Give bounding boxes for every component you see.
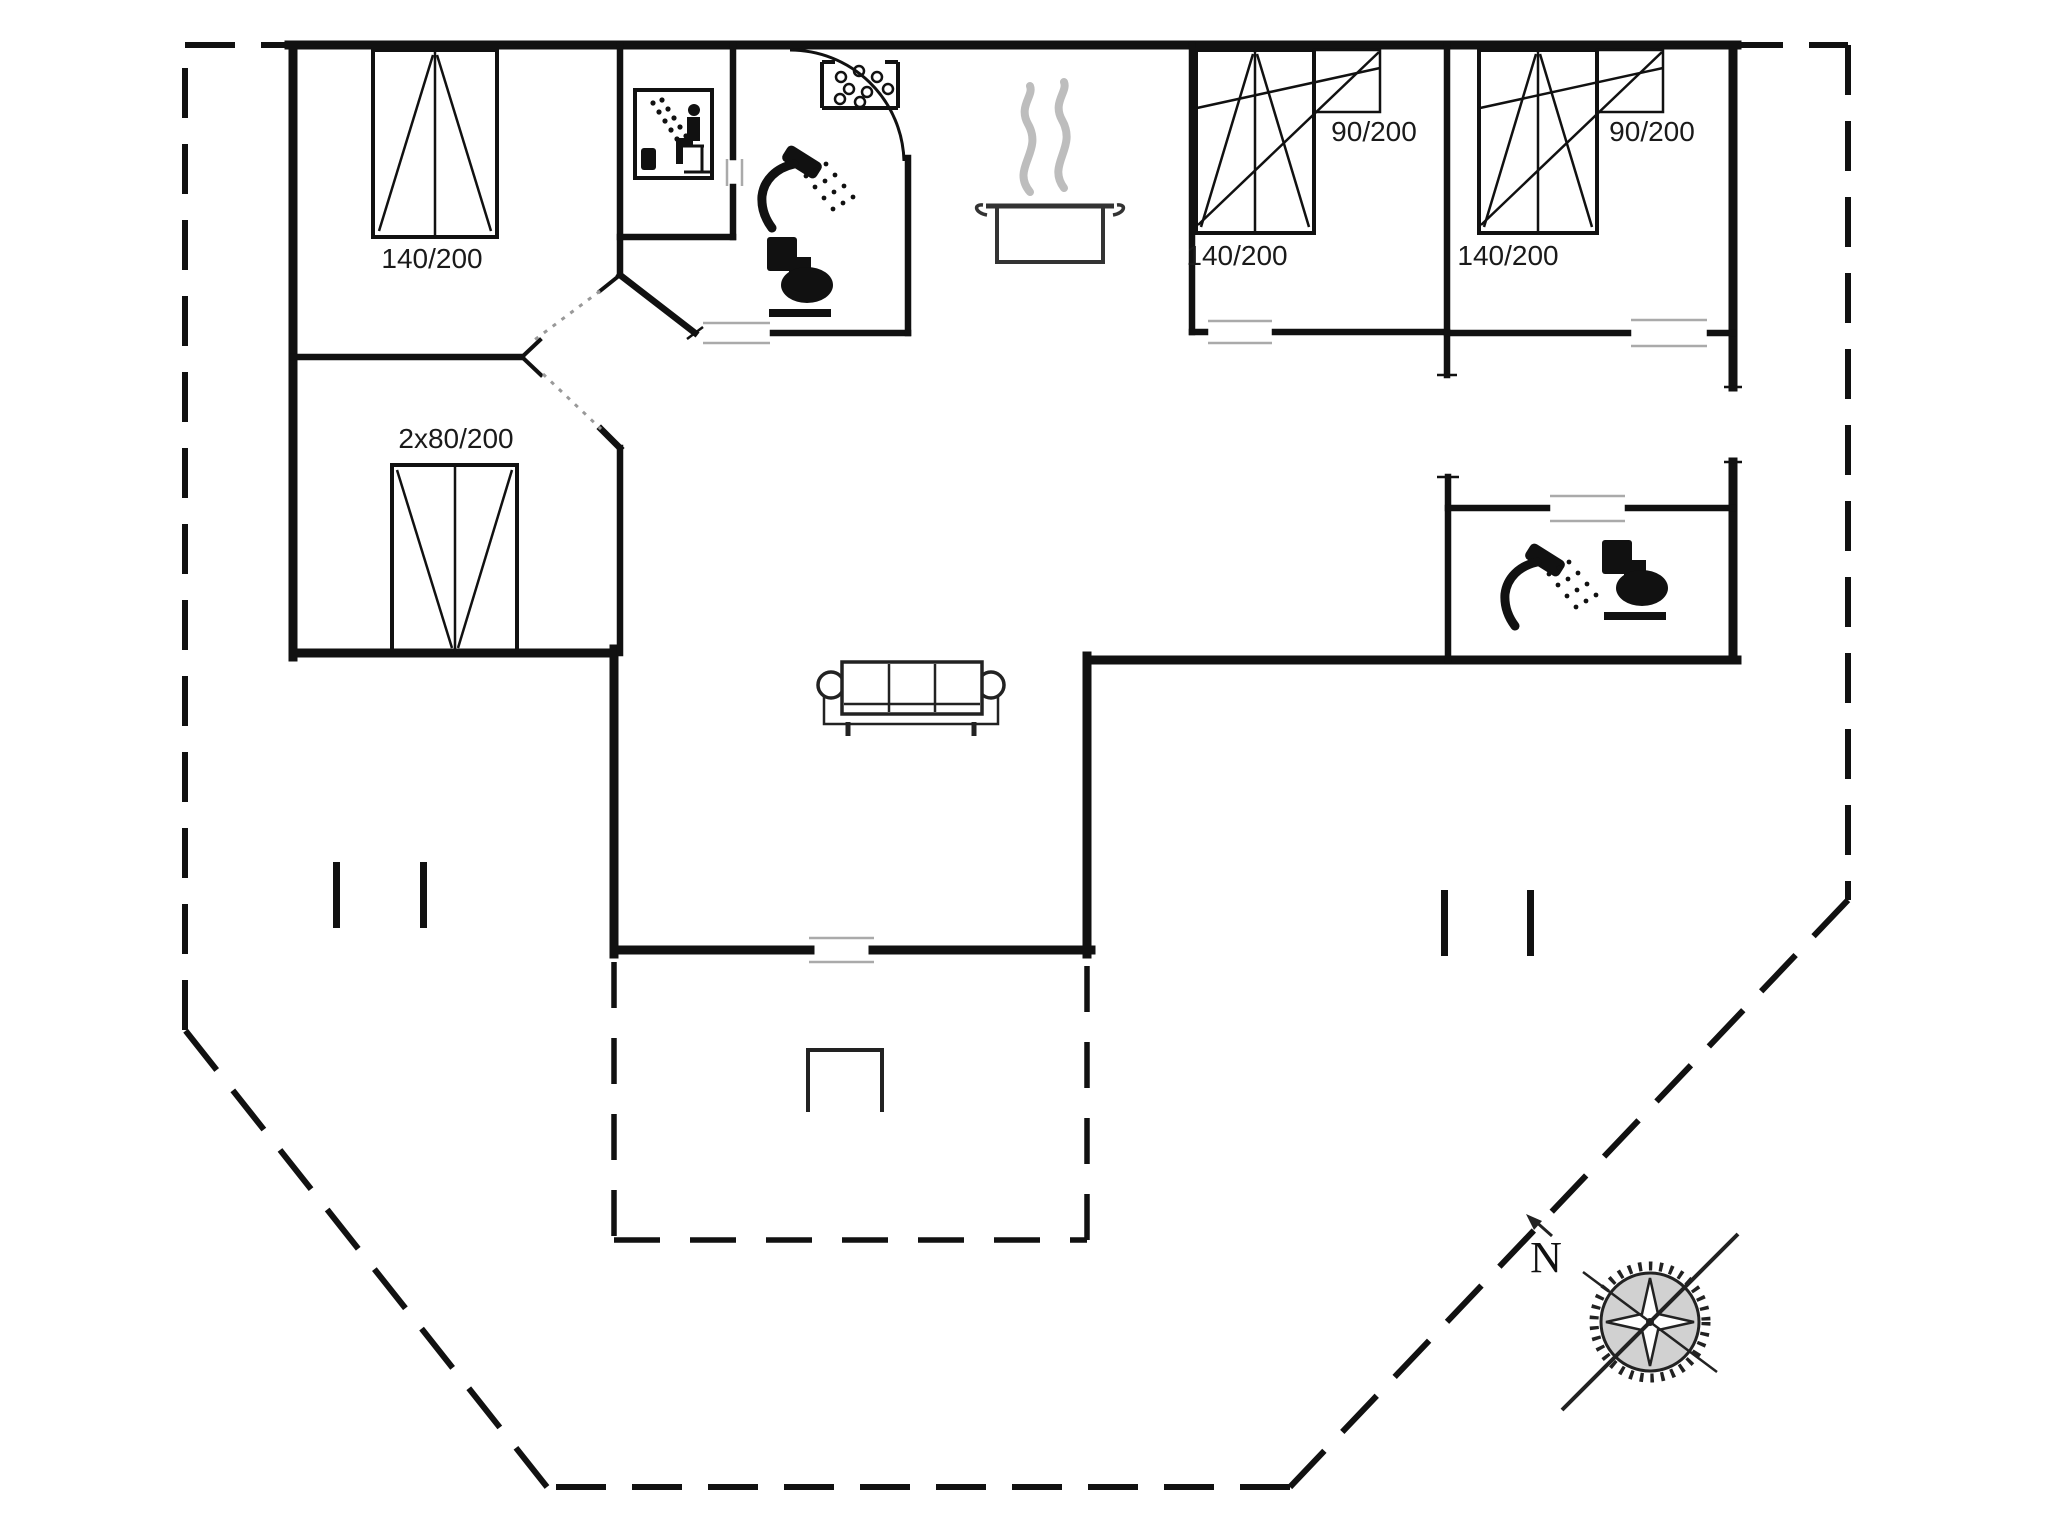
bedroom1-bed-symbol: [371, 48, 499, 239]
north-arrow-icon: [1526, 1214, 1553, 1238]
north-label: N: [1530, 1233, 1562, 1282]
stove-pot-icon: [974, 78, 1126, 264]
bedroom3-bunk-symbol: [1595, 48, 1665, 114]
sauna-icon: [633, 88, 714, 180]
exterior-walls: [284, 40, 1742, 959]
terrace-outline: [611, 962, 1090, 1243]
shower-icon: [762, 144, 856, 228]
toilet-icon: [767, 237, 833, 317]
terrace-post: [333, 862, 340, 928]
bedroom2-bunk-symbol: [1312, 48, 1382, 114]
terrace-step: [806, 1048, 884, 1112]
steam-squiggle: [1054, 78, 1071, 192]
compass-rose-icon: N: [1526, 1214, 1740, 1412]
bedroom2-bed-size-label: 140/200: [1186, 240, 1287, 271]
bedroom3-bed-size-label: 140/200: [1457, 240, 1558, 271]
double-door-symbol: [390, 463, 519, 654]
toilet-icon: [1602, 540, 1668, 620]
bedroom3-bunk-size-label: 90/200: [1609, 116, 1695, 147]
door-swing-dotted: [532, 289, 601, 343]
interior-walls: [289, 41, 1737, 664]
sofa-symbol: [816, 660, 1006, 736]
terrace-post: [1441, 890, 1448, 956]
plot-boundary: [182, 42, 1851, 1490]
bedroom1-bed-size-label: 140/200: [381, 243, 482, 274]
double-door-size-label: 2x80/200: [398, 423, 513, 454]
steam-squiggle: [1019, 82, 1037, 196]
whirlpool-corner-wall-arc: [789, 48, 906, 162]
terrace-post: [420, 862, 427, 928]
shower-icon: [1505, 542, 1599, 626]
bedroom3-bed-symbol: [1477, 48, 1665, 235]
terrace-posts: [333, 862, 1534, 956]
whirlpool-icon: [820, 60, 900, 110]
terrace-post: [1527, 890, 1534, 956]
bedroom2-bed-symbol: [1194, 48, 1382, 235]
door-swing-dotted: [541, 372, 603, 431]
bedroom2-bunk-size-label: 90/200: [1331, 116, 1417, 147]
door-leaf-lines: [703, 159, 1707, 964]
